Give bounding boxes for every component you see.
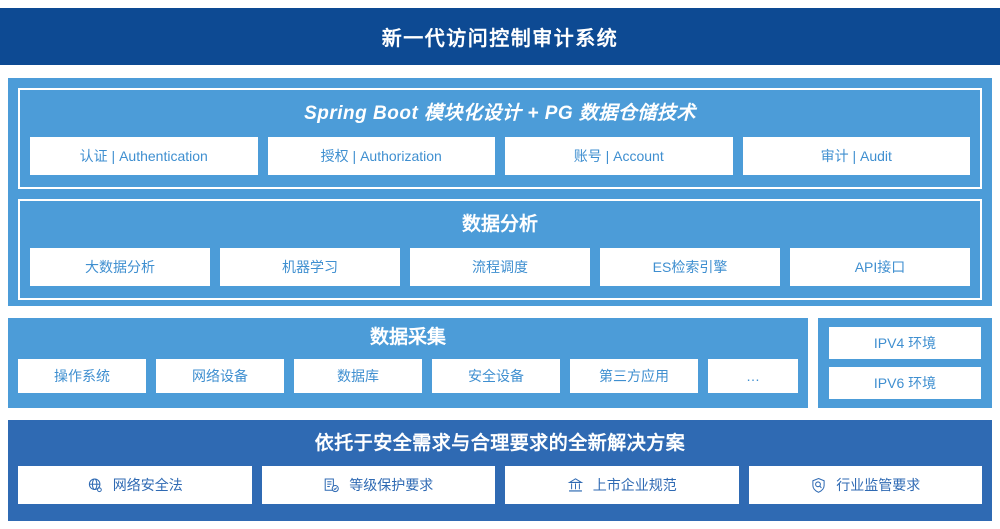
chip-ipv6-environment[interactable]: IPV6 环境 — [829, 367, 981, 399]
chip-label: 网络安全法 — [112, 477, 183, 493]
chip-listed-enterprise-standard[interactable]: 上市企业规范 — [505, 466, 739, 504]
chip-account[interactable]: 账号 | Account — [505, 137, 733, 175]
chip-label: 流程调度 — [472, 259, 528, 275]
chip-network-device[interactable]: 网络设备 — [156, 359, 284, 393]
chip-label: IPV4 环境 — [873, 335, 937, 351]
document-check-icon — [323, 477, 340, 494]
bank-building-icon — [567, 477, 584, 494]
collection-chip-row: 操作系统 网络设备 数据库 安全设备 第三方应用 … — [18, 359, 798, 393]
analysis-layer-box: 数据分析 大数据分析 机器学习 流程调度 ES检索引擎 API接口 — [18, 199, 982, 300]
chip-label: 机器学习 — [282, 259, 338, 275]
chip-label: 网络设备 — [192, 368, 248, 384]
chip-label: 审计 | Audit — [820, 148, 892, 164]
chip-audit[interactable]: 审计 | Audit — [742, 137, 970, 175]
chip-label: … — [746, 368, 760, 384]
chip-label: API接口 — [854, 259, 906, 275]
chip-industry-regulation[interactable]: 行业监管要求 — [748, 466, 982, 504]
application-layer-title: Spring Boot 模块化设计 + PG 数据仓储技术 — [304, 103, 696, 124]
chip-label: 认证 | Authentication — [79, 148, 208, 164]
solution-layer-panel: 依托于安全需求与合理要求的全新解决方案 网络安全法 — [8, 420, 992, 521]
chip-label: 授权 | Authorization — [320, 148, 442, 164]
environment-panel: IPV4 环境 IPV6 环境 — [818, 318, 992, 408]
chip-label: 等级保护要求 — [349, 477, 434, 493]
chip-more-ellipsis[interactable]: … — [708, 359, 798, 393]
analysis-chip-row: 大数据分析 机器学习 流程调度 ES检索引擎 API接口 — [30, 248, 970, 286]
chip-es-search-engine[interactable]: ES检索引擎 — [600, 248, 780, 286]
chip-database[interactable]: 数据库 — [294, 359, 422, 393]
chip-label: 第三方应用 — [599, 368, 669, 384]
chip-ipv4-environment[interactable]: IPV4 环境 — [829, 327, 981, 359]
shield-search-icon — [810, 477, 827, 494]
collection-layer-title: 数据采集 — [369, 327, 446, 348]
chip-label: IPV6 环境 — [873, 375, 937, 391]
solution-layer-title: 依托于安全需求与合理要求的全新解决方案 — [314, 433, 686, 454]
chip-label: ES检索引擎 — [652, 259, 728, 275]
page-title: 新一代访问控制审计系统 — [381, 28, 619, 50]
chip-authentication[interactable]: 认证 | Authentication — [30, 137, 258, 175]
chip-label: 大数据分析 — [85, 259, 155, 275]
globe-network-icon — [87, 477, 104, 494]
chip-machine-learning[interactable]: 机器学习 — [220, 248, 400, 286]
chip-cybersecurity-law[interactable]: 网络安全法 — [18, 466, 252, 504]
chip-label: 上市企业规范 — [592, 477, 677, 493]
chip-label: 数据库 — [337, 368, 379, 384]
chip-authorization[interactable]: 授权 | Authorization — [267, 137, 495, 175]
platform-stack-panel: Spring Boot 模块化设计 + PG 数据仓储技术 认证 | Authe… — [8, 78, 992, 306]
chip-classified-protection[interactable]: 等级保护要求 — [261, 466, 495, 504]
analysis-layer-title: 数据分析 — [461, 214, 538, 235]
application-chip-row: 认证 | Authentication 授权 | Authorization 账… — [30, 137, 970, 175]
chip-api-interface[interactable]: API接口 — [790, 248, 970, 286]
chip-security-device[interactable]: 安全设备 — [432, 359, 560, 393]
collection-layer-panel: 数据采集 操作系统 网络设备 数据库 安全设备 第三方应用 … — [8, 318, 808, 408]
chip-third-party-application[interactable]: 第三方应用 — [570, 359, 698, 393]
page-header: 新一代访问控制审计系统 — [0, 8, 1000, 65]
chip-process-scheduling[interactable]: 流程调度 — [410, 248, 590, 286]
chip-big-data-analysis[interactable]: 大数据分析 — [30, 248, 210, 286]
chip-operating-system[interactable]: 操作系统 — [18, 359, 146, 393]
chip-label: 账号 | Account — [573, 148, 664, 164]
application-layer-box: Spring Boot 模块化设计 + PG 数据仓储技术 认证 | Authe… — [18, 88, 982, 189]
chip-label: 安全设备 — [468, 368, 524, 384]
chip-label: 行业监管要求 — [836, 477, 921, 493]
chip-label: 操作系统 — [54, 368, 110, 384]
solution-chip-row: 网络安全法 等级保护要求 — [18, 466, 982, 504]
